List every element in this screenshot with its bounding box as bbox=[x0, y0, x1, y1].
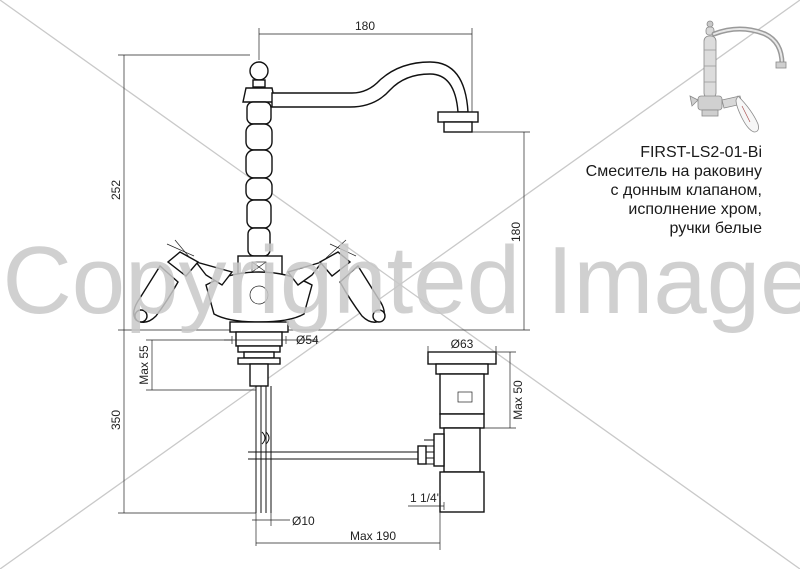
dim-spout-reach: 180 bbox=[355, 19, 375, 33]
product-description-line-3: исполнение хром, bbox=[628, 201, 762, 218]
product-description-line-2: с донным клапаном, bbox=[610, 182, 762, 199]
drain-valve-drawing bbox=[417, 351, 497, 513]
dim-thread: 1 1/4" bbox=[410, 491, 441, 505]
watermark-text: Copyrighted Image bbox=[2, 227, 800, 334]
dim-valve-height: Max 50 bbox=[511, 380, 525, 420]
dim-pipe-length: 350 bbox=[109, 410, 123, 430]
dimension-lines bbox=[118, 28, 530, 550]
product-thumbnail bbox=[689, 20, 787, 133]
product-description-line-4: ручки белые bbox=[669, 220, 762, 237]
dim-valve-diameter: Ø63 bbox=[451, 337, 474, 351]
dim-max-distance: Max 190 bbox=[350, 529, 396, 543]
dim-spout-height: 180 bbox=[509, 222, 523, 242]
dim-base-diameter: Ø54 bbox=[296, 333, 319, 347]
product-description-line-1: Смеситель на раковину bbox=[585, 163, 762, 180]
dim-pipe-diameter: Ø10 bbox=[292, 514, 315, 528]
product-info: FIRST-LS2-01-Bi Смеситель на раковину с … bbox=[586, 143, 762, 238]
dim-total-height: 252 bbox=[109, 180, 123, 200]
faucet-drawing bbox=[133, 61, 479, 513]
product-code: FIRST-LS2-01-Bi bbox=[640, 144, 762, 161]
dim-max-thickness: Max 55 bbox=[137, 345, 151, 385]
